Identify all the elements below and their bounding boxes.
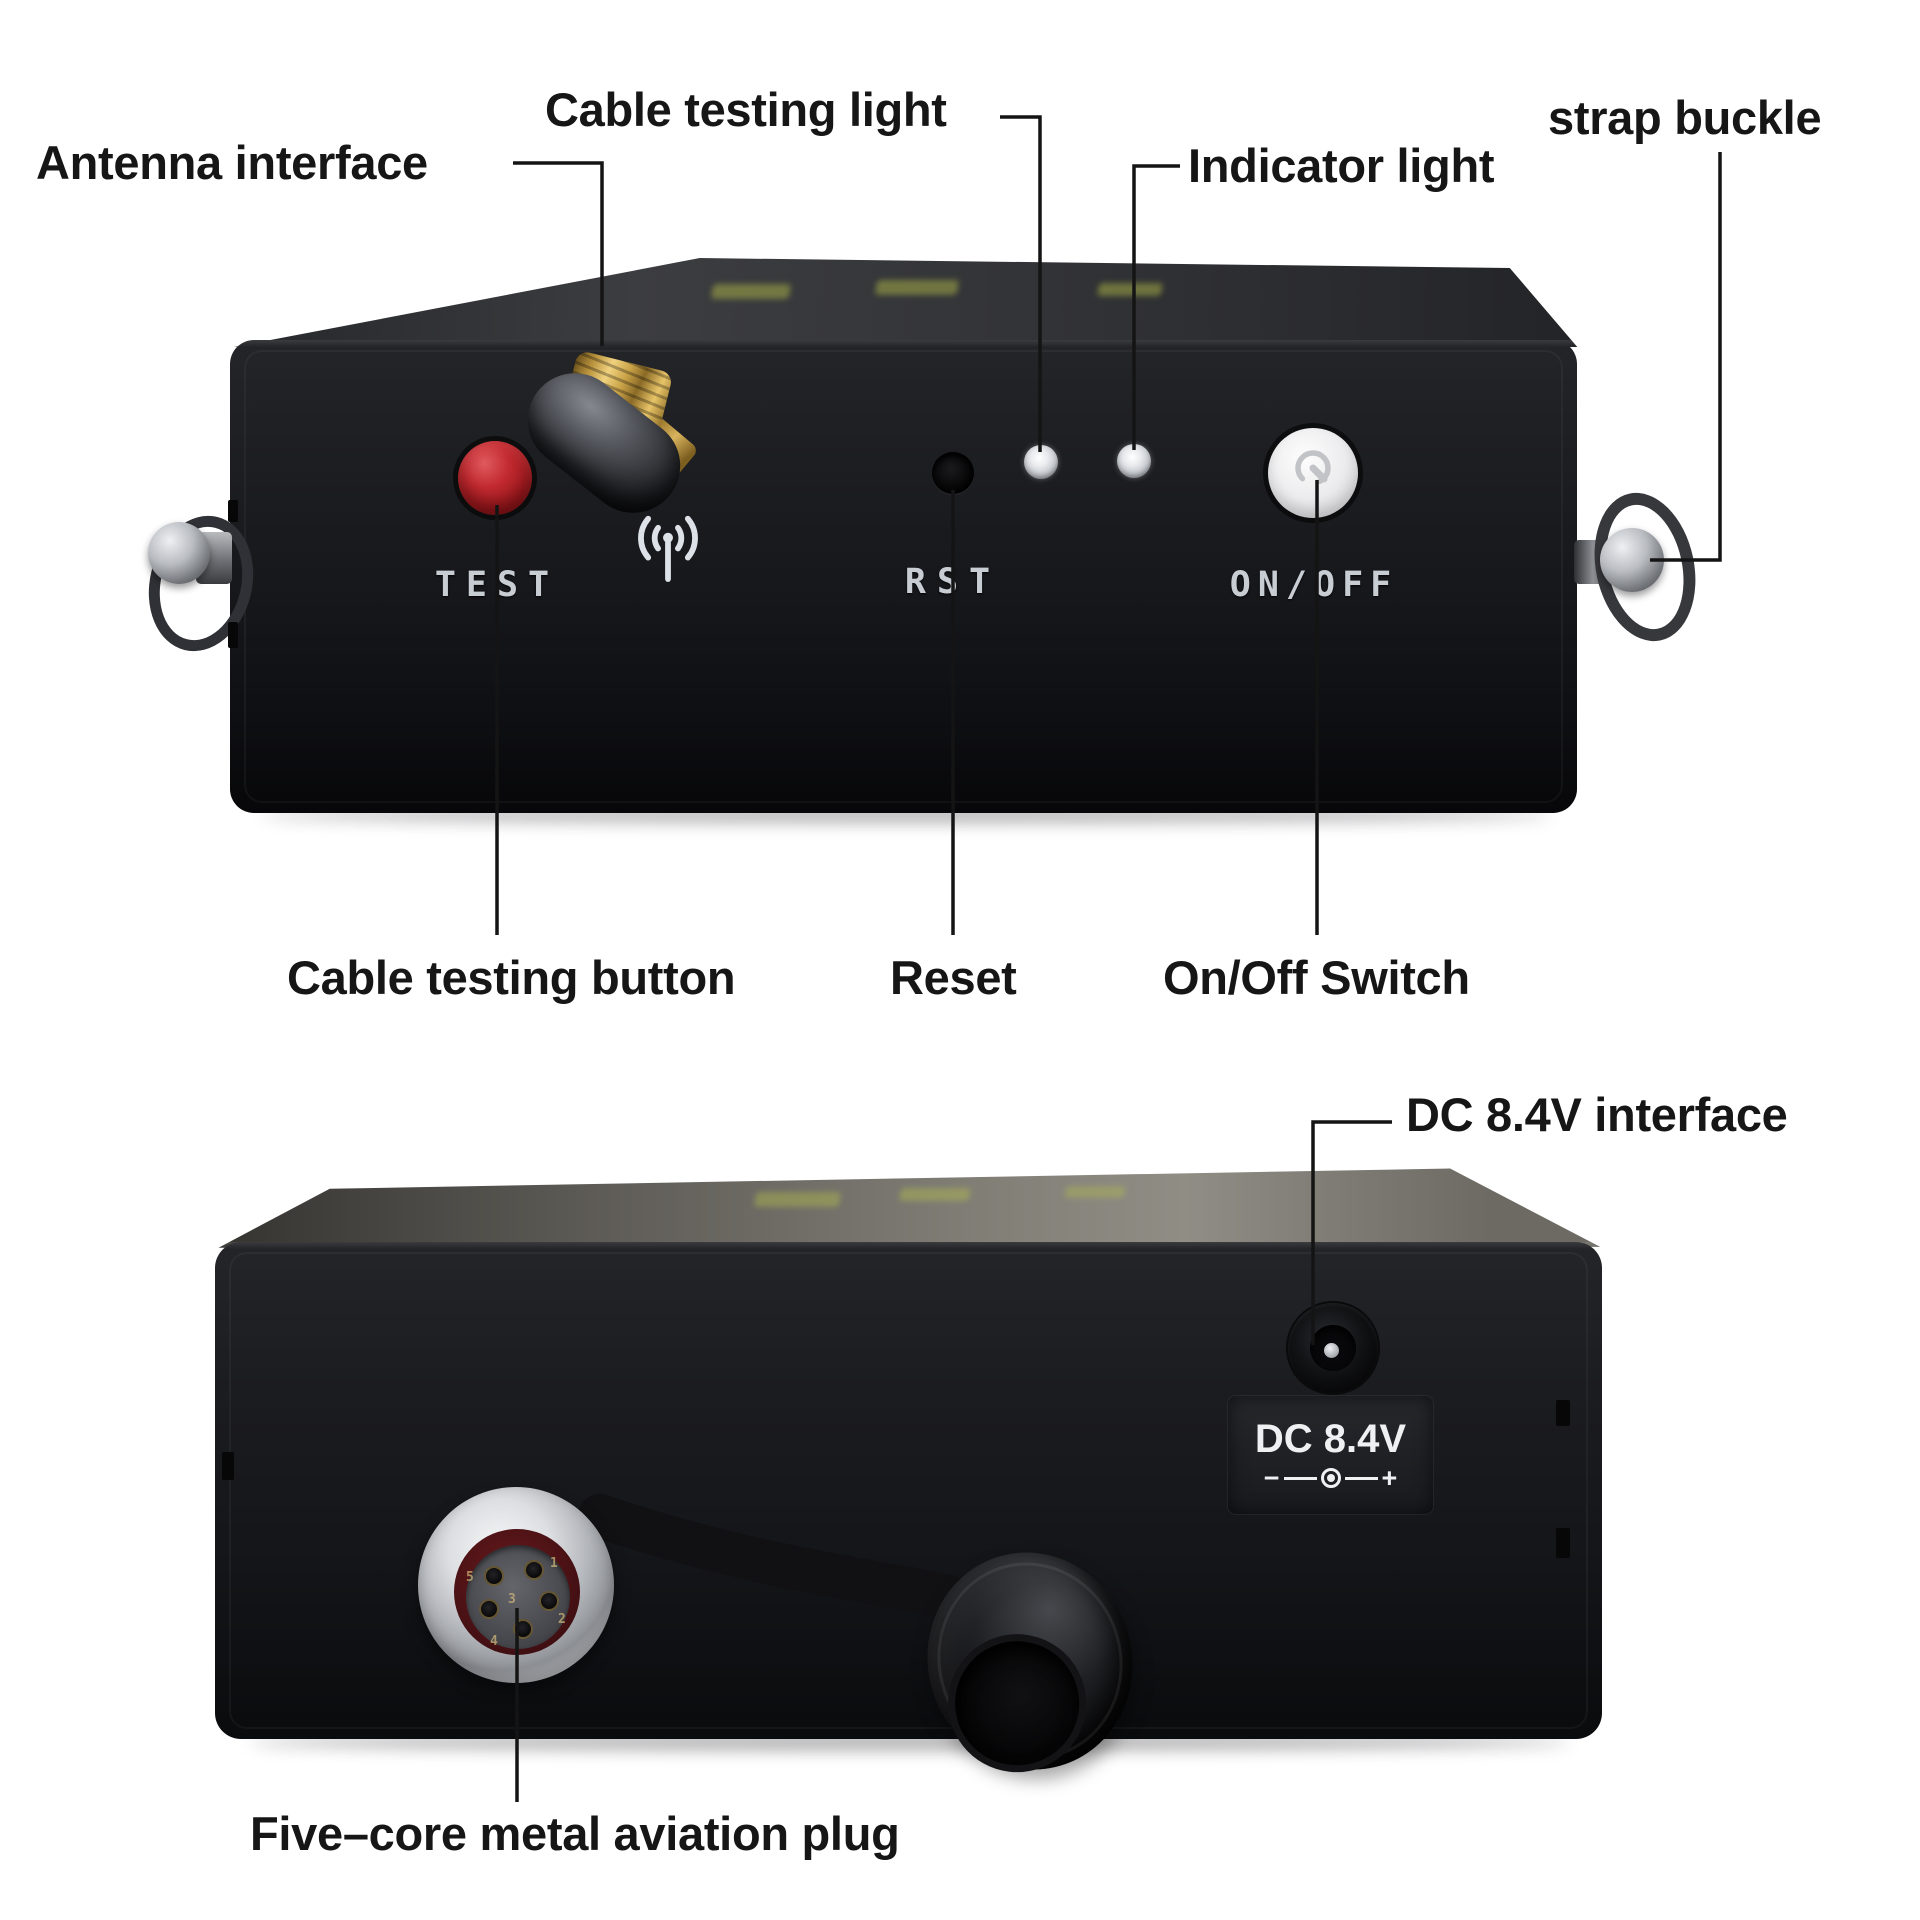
- callout-label-reset: Reset: [890, 951, 1017, 1004]
- top-face-marking: [710, 284, 792, 299]
- panel-notch: [1556, 1400, 1570, 1426]
- polarity-ring: [1320, 1468, 1341, 1488]
- top-face-marking: [753, 1192, 842, 1207]
- power-icon: [1295, 450, 1331, 486]
- plug-pin-number: 3: [508, 1592, 516, 1607]
- plug-pin-socket: [479, 1599, 499, 1619]
- panel-notch: [228, 500, 238, 522]
- callout-label-strap-buckle: strap buckle: [1548, 91, 1822, 144]
- plug-pin-number: 2: [558, 1612, 566, 1627]
- plug-pin-socket: [524, 1560, 544, 1580]
- plug-pin-socket: [539, 1591, 559, 1611]
- cable-testing-led: [1024, 445, 1058, 479]
- panel-notch: [1556, 1528, 1570, 1558]
- top-face-marking: [1064, 1186, 1126, 1198]
- polarity-minus: −: [1263, 1462, 1280, 1493]
- test-silkscreen-label: TEST: [434, 565, 560, 605]
- panel-notch: [228, 622, 238, 648]
- power-button: [1268, 428, 1358, 518]
- reset-pinhole: [932, 452, 974, 494]
- rst-silkscreen-label: RST: [904, 562, 1002, 602]
- indicator-led: [1117, 444, 1151, 478]
- strap-buckle-knob-left: [148, 522, 210, 584]
- antenna-signal-icon: [638, 515, 698, 582]
- plug-pin-socket: [484, 1566, 504, 1586]
- polarity-plus: +: [1381, 1462, 1398, 1493]
- plug-pin-number: 4: [490, 1634, 498, 1649]
- top-face-marking: [874, 280, 960, 295]
- top-face-marking: [899, 1188, 971, 1201]
- device-front-panel: [230, 340, 1577, 813]
- callout-label-cable-testing-light: Cable testing light: [545, 83, 947, 136]
- device-top-face: [234, 258, 1578, 347]
- plug-pin-number: 1: [550, 1556, 558, 1571]
- dc-voltage-text: DC 8.4V: [1254, 1416, 1407, 1461]
- callout-line-strap-buckle: [1650, 152, 1722, 562]
- panel-notch: [222, 1452, 234, 1480]
- plug-pin-number: 5: [466, 1570, 474, 1585]
- callout-label-five-core-plug: Five–core metal aviation plug: [250, 1807, 900, 1860]
- callout-label-onoff-switch: On/Off Switch: [1163, 951, 1470, 1004]
- callout-label-indicator-light: Indicator light: [1188, 139, 1495, 192]
- device-top-face: [218, 1168, 1601, 1248]
- callout-label-dc-interface: DC 8.4V interface: [1406, 1088, 1788, 1141]
- polarity-line: [1344, 1476, 1378, 1480]
- onoff-silkscreen-label: ON/OFF: [1229, 565, 1399, 605]
- top-face-marking: [1097, 283, 1163, 296]
- polarity-symbol: − +: [1263, 1462, 1398, 1493]
- dc-jack-pin: [1324, 1343, 1339, 1358]
- dc-power-jack: [1288, 1303, 1378, 1393]
- callout-label-cable-testing-button: Cable testing button: [287, 951, 736, 1004]
- polarity-line: [1283, 1476, 1317, 1480]
- callout-label-antenna-interface: Antenna interface: [36, 136, 428, 189]
- plug-pin-socket: [513, 1619, 533, 1639]
- polarity-dot: [1326, 1474, 1335, 1482]
- cable-test-button: [458, 441, 532, 515]
- dc-voltage-plate: DC 8.4V − +: [1228, 1396, 1433, 1514]
- strap-buckle-knob-right: [1600, 528, 1664, 592]
